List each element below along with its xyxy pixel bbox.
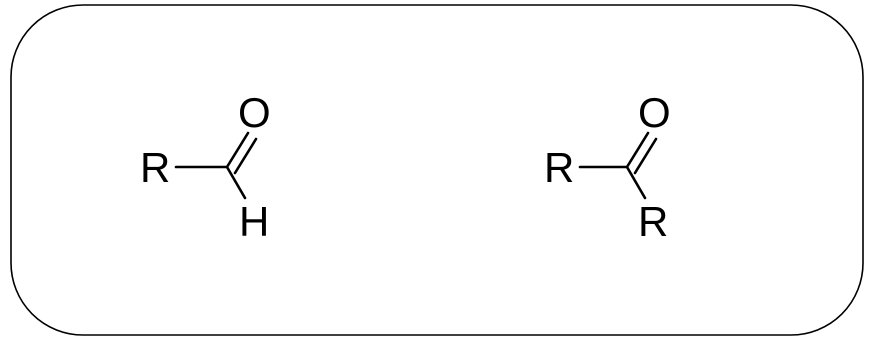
ketone-c-o-bond-2 bbox=[633, 137, 658, 175]
diagram-frame bbox=[10, 4, 864, 336]
aldehyde-c-o-bond-2 bbox=[233, 137, 258, 175]
ketone-c-o-bond-1 bbox=[625, 131, 650, 169]
aldehyde-r-atom: R bbox=[140, 144, 170, 191]
aldehyde-c-o-bond-1 bbox=[225, 131, 250, 169]
aldehyde-h-atom: H bbox=[239, 198, 269, 245]
ketone-o-atom: O bbox=[638, 89, 671, 136]
ketone-r2-atom: R bbox=[638, 198, 668, 245]
aldehyde-c-h-bond bbox=[225, 165, 247, 200]
ketone-structure: R O R bbox=[544, 89, 671, 245]
ketone-r1-atom: R bbox=[544, 144, 574, 191]
aldehyde-o-atom: O bbox=[238, 89, 271, 136]
ketone-c-r-bond bbox=[625, 165, 647, 200]
aldehyde-structure: R O H bbox=[140, 89, 271, 245]
